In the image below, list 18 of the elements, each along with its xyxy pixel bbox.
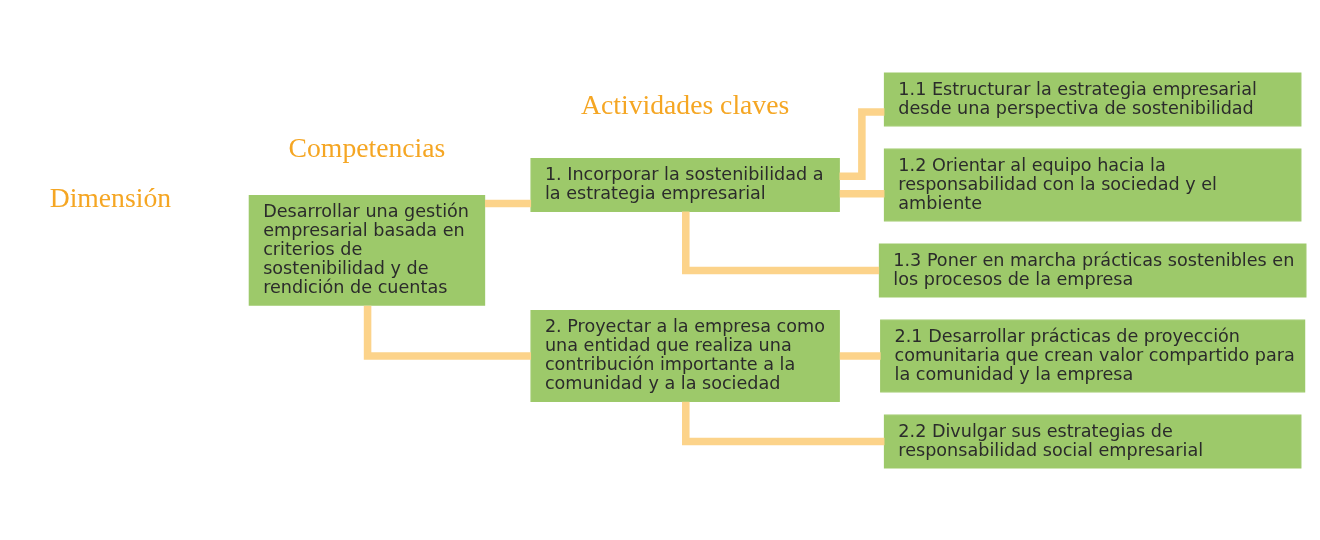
node-box: 1.3 Poner en marcha prácticas sostenibles en los procesos de la empresa: [878, 242, 1307, 298]
node-box: 2. Proyectar a la empresa como una entidad que realiza una contribución importante a la comunidad y a la sociedad: [530, 309, 840, 402]
connector: [682, 401, 885, 445]
node-box: Desarrollar una gestión empresarial basada en criterios de sostenibilidad y de rendición de cuentas: [248, 194, 486, 306]
node-box: 1.1 Estructurar la estrategia empresarial desde una perspectiva de sostenibilidad: [883, 71, 1302, 126]
node-box: 1. Incorporar la sostenibilidad a la estrategia empresarial: [530, 157, 840, 212]
connector: [682, 211, 880, 274]
label: Competencias: [288, 131, 446, 163]
connector: [363, 305, 531, 360]
connector: [485, 199, 532, 207]
connector: [839, 189, 885, 198]
connector: [839, 107, 885, 180]
node-box: 2.2 Divulgar sus estrategias de responsabilidad social empresarial: [883, 414, 1302, 469]
connector: [839, 351, 881, 360]
node-box: 1.2 Orientar al equipo hacia la responsabilidad con la sociedad y el ambiente: [883, 148, 1302, 221]
label: Dimensión: [49, 181, 172, 213]
label: Actividades claves: [581, 88, 790, 120]
node-box: 2.1 Desarrollar prácticas de proyección comunitaria que crean valor compartido para la comunidad y la empresa: [880, 319, 1306, 392]
